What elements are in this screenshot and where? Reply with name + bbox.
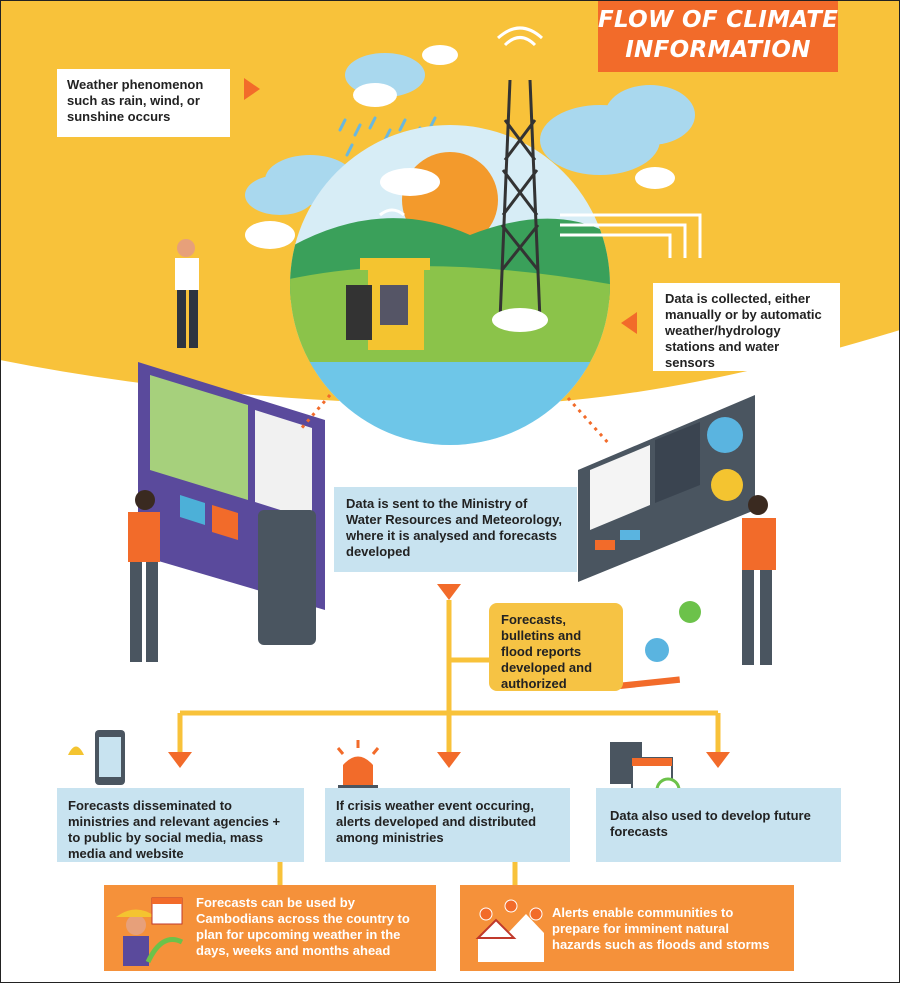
title-line-1: FLOW OF CLIMATE: [598, 7, 839, 33]
water-station-icon: [346, 208, 430, 350]
title-line-2: INFORMATION: [625, 37, 811, 63]
step-forecasts-developed: Forecasts, bulletins and flood reports d…: [489, 603, 623, 691]
step-crisis-alerts: If crisis weather event occuring, alerts…: [325, 788, 570, 862]
observer-person-icon: [175, 239, 199, 348]
page-title: FLOW OF CLIMATE INFORMATION: [598, 0, 838, 72]
charts-monitor-icon: [578, 395, 755, 582]
step-data-sent: Data is sent to the Ministry of Water Re…: [334, 487, 577, 572]
map-monitor-icon: [138, 362, 325, 645]
step-future-forecasts: Data also used to develop future forecas…: [596, 788, 841, 862]
flow-arrowheads: [168, 584, 730, 768]
flow-connectors: [177, 600, 721, 885]
analyst-person-right-icon: [742, 495, 776, 665]
weather-tower-icon: [496, 26, 544, 321]
arrow-right-icon: [244, 78, 260, 100]
phone-notification-icon: [68, 730, 125, 785]
step-forecasts-disseminated: Forecasts disseminated to ministries and…: [57, 788, 304, 862]
step-weather-phenomenon: Weather phenomenon such as rain, wind, o…: [57, 69, 230, 137]
step-data-collected: Data is collected, either manually or by…: [653, 283, 840, 371]
analyst-person-left-icon: [128, 490, 160, 662]
arrow-left-icon: [621, 312, 637, 334]
